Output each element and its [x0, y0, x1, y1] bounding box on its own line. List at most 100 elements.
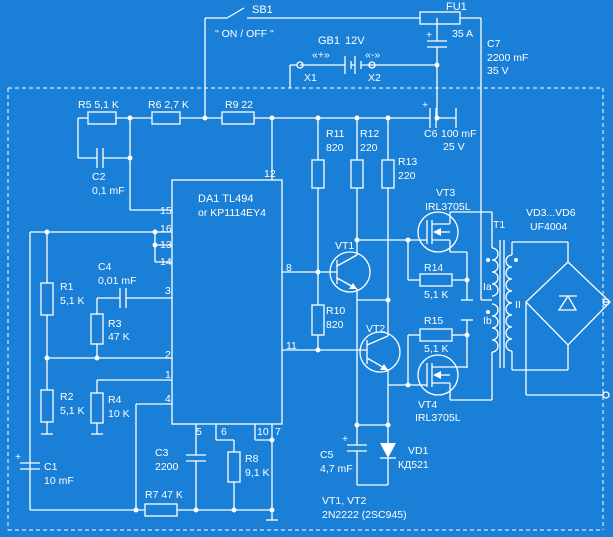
svg-text:5: 5: [196, 426, 202, 438]
capacitor-c4: C4 0,01 mF: [97, 261, 172, 308]
transformer-t1: T1 Ia Ib II: [480, 212, 521, 400]
c5-capacitance: 4,7 mF: [320, 463, 353, 475]
transistor-vt1: VT1: [282, 230, 420, 305]
svg-text:+: +: [342, 433, 348, 445]
r5-label: R5 5,1 K: [78, 99, 119, 111]
vt2-label: VT2: [366, 323, 385, 335]
note-line2: 2N2222 (2SC945): [322, 509, 407, 521]
svg-text:10: 10: [257, 426, 269, 438]
c6-voltage: 25 V: [443, 141, 465, 153]
svg-text:1: 1: [165, 369, 171, 381]
note-line1: VT1, VT2: [322, 495, 367, 507]
r15-value: 5,1 K: [424, 343, 449, 355]
sb1-label: SB1: [252, 4, 273, 16]
resistor-r15: R15 5,1 K: [405, 315, 473, 388]
svg-text:4: 4: [165, 393, 171, 405]
c3-label: C3: [155, 447, 169, 459]
r12-value: 220: [360, 142, 378, 154]
ic-left-pins: [29, 229, 172, 510]
gb1-minus: «-»: [365, 49, 380, 61]
r12-label: R12: [360, 128, 379, 140]
capacitor-c3: C3 2200: [155, 424, 206, 510]
diode-vd1: VD1 КД521: [380, 385, 429, 485]
r6-label: R6 2,7 K: [148, 99, 189, 111]
r1-value: 5,1 K: [60, 295, 85, 307]
svg-text:+: +: [426, 29, 432, 41]
x2-label: X2: [368, 72, 381, 84]
resistor-r11: R11 820: [311, 118, 345, 230]
svg-text:6: 6: [221, 426, 227, 438]
vd1-type: КД521: [398, 459, 429, 471]
r13-value: 220: [398, 170, 416, 182]
svg-text:12: 12: [264, 168, 276, 180]
capacitor-c2: C2 0,1 mF: [77, 118, 172, 211]
r10-value: 820: [326, 319, 344, 331]
t1-winding-ia: Ia: [483, 281, 492, 293]
t1-winding-ib: Ib: [483, 315, 492, 327]
r8-value: 9,1 K: [245, 467, 270, 479]
c2-label: C2: [92, 171, 106, 183]
bridge-label: VD3...VD6: [526, 207, 576, 219]
c6-capacitance: 100 mF: [441, 128, 477, 140]
svg-text:+: +: [422, 99, 428, 111]
r9-label: R9 22: [225, 99, 253, 111]
r1-label: R1: [60, 281, 74, 293]
gb1-voltage: 12V: [345, 35, 365, 47]
bridge-type: UF4004: [530, 221, 568, 233]
fu1-label: FU1: [446, 1, 467, 13]
resistor-r10: R10 820: [311, 304, 345, 350]
r2-label: R2: [60, 391, 74, 403]
svg-text:15: 15: [160, 205, 172, 217]
r7-label: R7 47 K: [145, 489, 183, 501]
capacitor-c7: + C7 2200 mF 35 V: [426, 18, 528, 118]
vt4-type: IRL3705L: [415, 412, 461, 424]
vt4-label: VT4: [418, 399, 437, 411]
resistor-r14: R14 5,1 K: [405, 237, 473, 301]
resistor-r2: R2 5,1 K: [40, 389, 85, 435]
ic-da1: DA1 TL494 or KP1114EY4 12 15 16 13 14 3 …: [160, 118, 297, 438]
vt3-label: VT3: [436, 187, 455, 199]
r14-label: R14: [424, 262, 443, 274]
resistor-r12: R12 220: [350, 118, 379, 255]
vt1-label: VT1: [335, 240, 354, 252]
x1-label: X1: [304, 72, 317, 84]
fu1-rating: 35 A: [452, 28, 473, 40]
resistor-r3: R3 47 K: [47, 298, 172, 361]
capacitor-c1: + C1 10 mF: [15, 451, 74, 487]
c1-capacitance: 10 mF: [44, 475, 74, 487]
gb1-label: GB1: [318, 35, 340, 47]
switch-sb1: SB1 " ON / OFF ": [204, 4, 420, 118]
r2-value: 5,1 K: [60, 405, 85, 417]
mosfet-vt4: VT4 IRL3705L: [415, 354, 492, 424]
bridge-rectifier: VD3...VD6 UF4004: [512, 207, 611, 399]
vd1-label: VD1: [408, 445, 429, 457]
c5-label: C5: [320, 449, 334, 461]
resistor-r7: R7 47 K: [30, 403, 272, 517]
svg-text:2: 2: [165, 349, 171, 361]
r14-value: 5,1 K: [424, 289, 449, 301]
c6-label: C6: [424, 128, 438, 140]
c7-voltage: 35 V: [487, 65, 509, 77]
battery-gb1: GB1 12V «+» «-» X1 X2: [289, 35, 437, 88]
t1-winding-ii: II: [515, 299, 521, 311]
svg-text:3: 3: [165, 285, 171, 297]
resistor-r4: R4 10 K: [90, 379, 172, 435]
transistor-note: VT1, VT2 2N2222 (2SC945): [322, 495, 407, 521]
c3-capacitance: 2200: [155, 461, 179, 473]
r8-label: R8: [245, 453, 259, 465]
c1-label: C1: [44, 461, 58, 473]
r3-label: R3: [108, 318, 122, 330]
transistor-vt2: VT2: [282, 297, 420, 425]
vcc-rail: + R5 5,1 K R6 2,7 K R9 22 C6 100 mF 25 V: [78, 62, 477, 153]
c4-capacitance: 0,01 mF: [98, 275, 137, 287]
capacitor-c5: + C5 4,7 mF: [320, 422, 388, 486]
mosfet-vt3: VT3 IRL3705L: [417, 187, 492, 253]
vt3-type: IRL3705L: [425, 201, 471, 213]
ic-alt: or KP1114EY4: [198, 207, 266, 219]
c2-capacitance: 0,1 mF: [92, 185, 125, 197]
resistor-r8: R8 9,1 K: [215, 424, 270, 510]
r11-label: R11: [326, 128, 345, 140]
gb1-plus: «+»: [312, 49, 330, 61]
r4-value: 10 K: [108, 408, 130, 420]
